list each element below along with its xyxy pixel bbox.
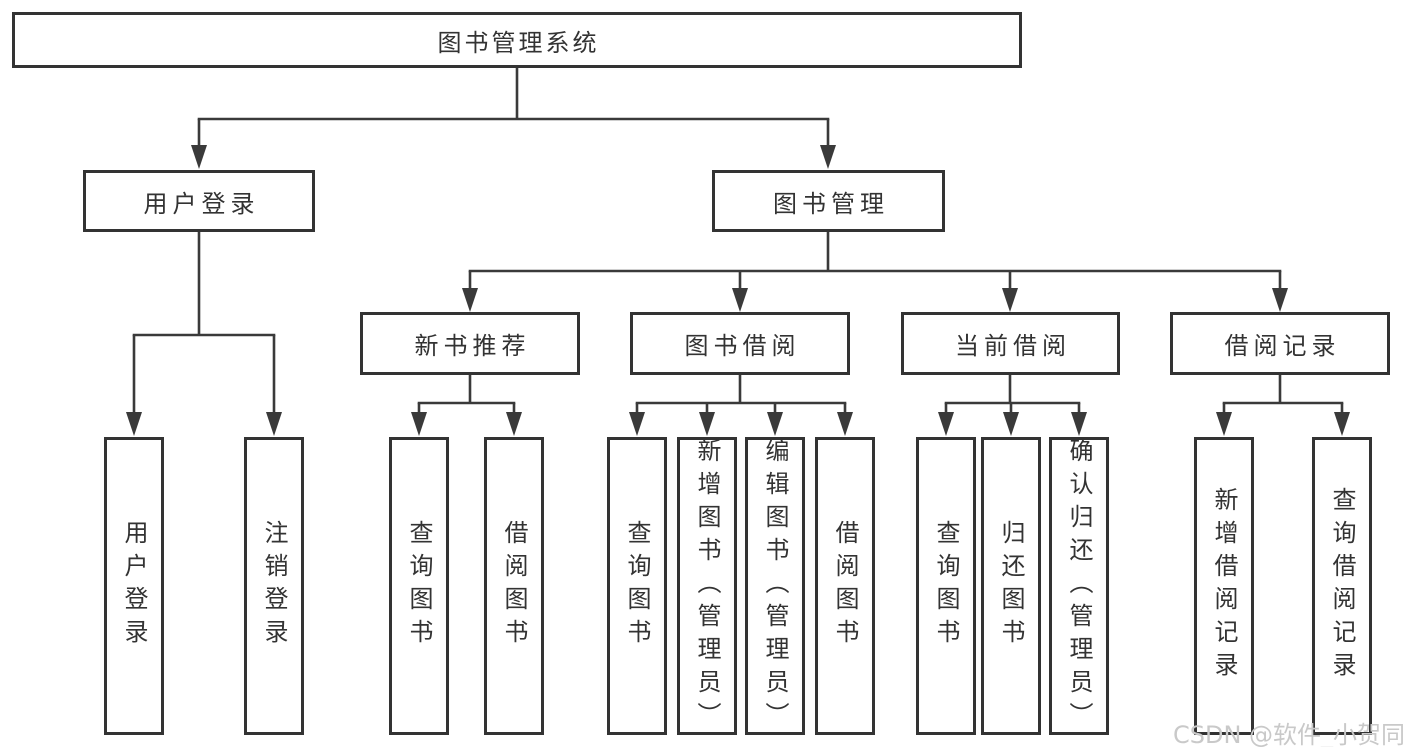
leaf-add-borrow-record: 新增借阅记录 — [1194, 437, 1254, 735]
node-label: 图书管理 — [773, 189, 889, 218]
leaf-borrow-books-2: 借阅图书 — [815, 437, 875, 735]
leaf-query-books-2: 查询图书 — [607, 437, 667, 735]
node-label: 新书推荐 — [414, 332, 531, 360]
leaf-label: 查询图书 — [405, 520, 433, 652]
leaf-label: 查询图书 — [932, 520, 960, 652]
leaf-label: 借阅图书 — [831, 520, 859, 652]
node-book-borrowing: 图书借阅 — [630, 312, 850, 375]
leaf-user-login: 用户登录 — [104, 437, 164, 735]
arrowheads-book-borrow — [629, 412, 853, 436]
arrowheads-level2 — [191, 145, 836, 169]
leaf-label: 归还图书 — [997, 520, 1025, 652]
leaf-label: 编辑图书（管理员） — [761, 437, 789, 735]
connector-current-borrow-to-leaves — [944, 375, 1081, 414]
leaf-label: 借阅图书 — [500, 520, 528, 652]
leaf-label: 查询图书 — [623, 520, 651, 652]
arrowheads-borrow-records — [1216, 412, 1350, 436]
connector-borrow-records-to-leaves — [1222, 375, 1344, 414]
connector-root-to-level2 — [197, 68, 830, 147]
leaf-label: 注销登录 — [260, 520, 288, 652]
leaf-borrow-books-1: 借阅图书 — [484, 437, 544, 735]
leaf-add-books-admin: 新增图书（管理员） — [677, 437, 737, 735]
leaf-label: 查询借阅记录 — [1328, 487, 1356, 685]
arrowheads-new-books — [411, 412, 522, 436]
leaf-edit-books-admin: 编辑图书（管理员） — [745, 437, 805, 735]
arrowheads-level3 — [462, 288, 1288, 312]
node-user-login: 用户登录 — [83, 170, 315, 232]
connector-book-borrow-to-leaves — [635, 375, 847, 414]
connector-new-books-to-leaves — [417, 375, 516, 414]
connector-user-login-to-leaves — [132, 232, 276, 414]
node-book-management: 图书管理 — [712, 170, 945, 232]
arrowheads-user-login — [126, 412, 282, 436]
node-new-book-recommend: 新书推荐 — [360, 312, 580, 375]
leaf-label: 新增图书（管理员） — [693, 437, 721, 735]
node-label: 用户登录 — [143, 189, 260, 218]
node-label: 借阅记录 — [1224, 332, 1341, 360]
node-label: 图书管理系统 — [437, 28, 600, 57]
leaf-return-books: 归还图书 — [981, 437, 1041, 735]
node-current-borrowing: 当前借阅 — [901, 312, 1120, 375]
leaf-query-books-1: 查询图书 — [389, 437, 449, 735]
leaf-label: 用户登录 — [120, 520, 148, 652]
leaf-query-borrow-record: 查询借阅记录 — [1312, 437, 1372, 735]
connector-book-mgmt-to-level3 — [468, 232, 1282, 290]
arrowheads-current-borrow — [938, 412, 1087, 436]
node-root-library-system: 图书管理系统 — [12, 12, 1022, 68]
node-label: 当前借阅 — [955, 332, 1071, 360]
watermark: CSDN @软件_小贺同学 — [1173, 721, 1405, 747]
node-label: 图书借阅 — [684, 332, 801, 360]
leaf-label: 新增借阅记录 — [1210, 487, 1238, 685]
leaf-confirm-return-admin: 确认归还（管理员） — [1049, 437, 1109, 735]
node-borrowing-records: 借阅记录 — [1170, 312, 1390, 375]
leaf-logout: 注销登录 — [244, 437, 304, 735]
leaf-query-books-3: 查询图书 — [916, 437, 976, 735]
leaf-label: 确认归还（管理员） — [1065, 437, 1093, 735]
